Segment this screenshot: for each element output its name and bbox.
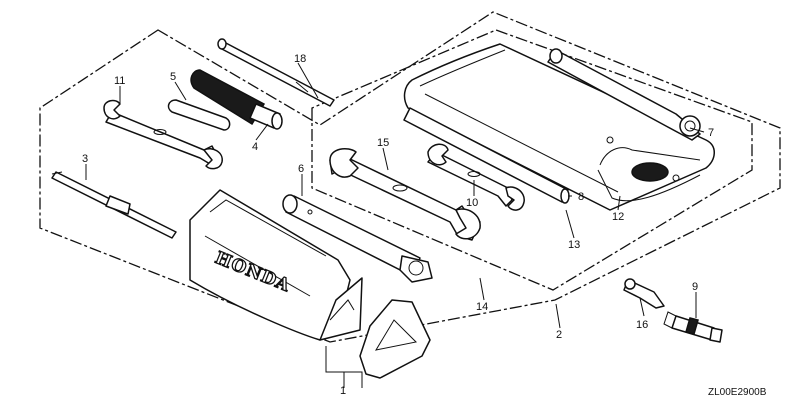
- callout-15: 15: [377, 137, 389, 149]
- wrench-small: [427, 143, 525, 211]
- screwdriver-grip: [167, 99, 231, 131]
- callout-7: 7: [708, 127, 714, 139]
- callout-8: 8: [578, 191, 584, 203]
- group-outline-outer: [39, 11, 781, 343]
- box-wrench: [547, 48, 701, 141]
- callout-13: 13: [568, 239, 580, 251]
- plug-wrench: [282, 194, 433, 283]
- callout-11: 11: [114, 75, 125, 87]
- wrench-large: [329, 147, 481, 241]
- screwdriver: [217, 38, 335, 107]
- leader-lines: [85, 62, 705, 388]
- callout-6: 6: [298, 163, 304, 175]
- tool-bag: [403, 43, 715, 211]
- callout-5: 5: [170, 71, 176, 83]
- callout-4: 4: [252, 141, 258, 153]
- tool-case: HONDA: [189, 189, 431, 379]
- callout-2: 2: [556, 329, 562, 341]
- spark-plug: [663, 311, 723, 343]
- callout-10: 10: [466, 197, 478, 209]
- diagram-code: ZL00E2900B: [708, 387, 767, 398]
- callout-3: 3: [82, 153, 88, 165]
- callout-14: 14: [476, 301, 488, 313]
- callout-labels: 18 5 4 11 3 6 15 10 7 8 12 13 14 2 16 9 …: [82, 53, 714, 397]
- screwdriver-double: [51, 171, 177, 239]
- callout-1: 1: [340, 385, 346, 397]
- group-outline-inner: [311, 29, 753, 291]
- screwdriver-handle: [190, 69, 283, 130]
- callout-9: 9: [692, 281, 698, 293]
- callout-12: 12: [612, 211, 624, 223]
- clip: [623, 278, 665, 309]
- wrench-left: [103, 99, 223, 170]
- callout-18: 18: [294, 53, 306, 65]
- callout-16: 16: [636, 319, 648, 331]
